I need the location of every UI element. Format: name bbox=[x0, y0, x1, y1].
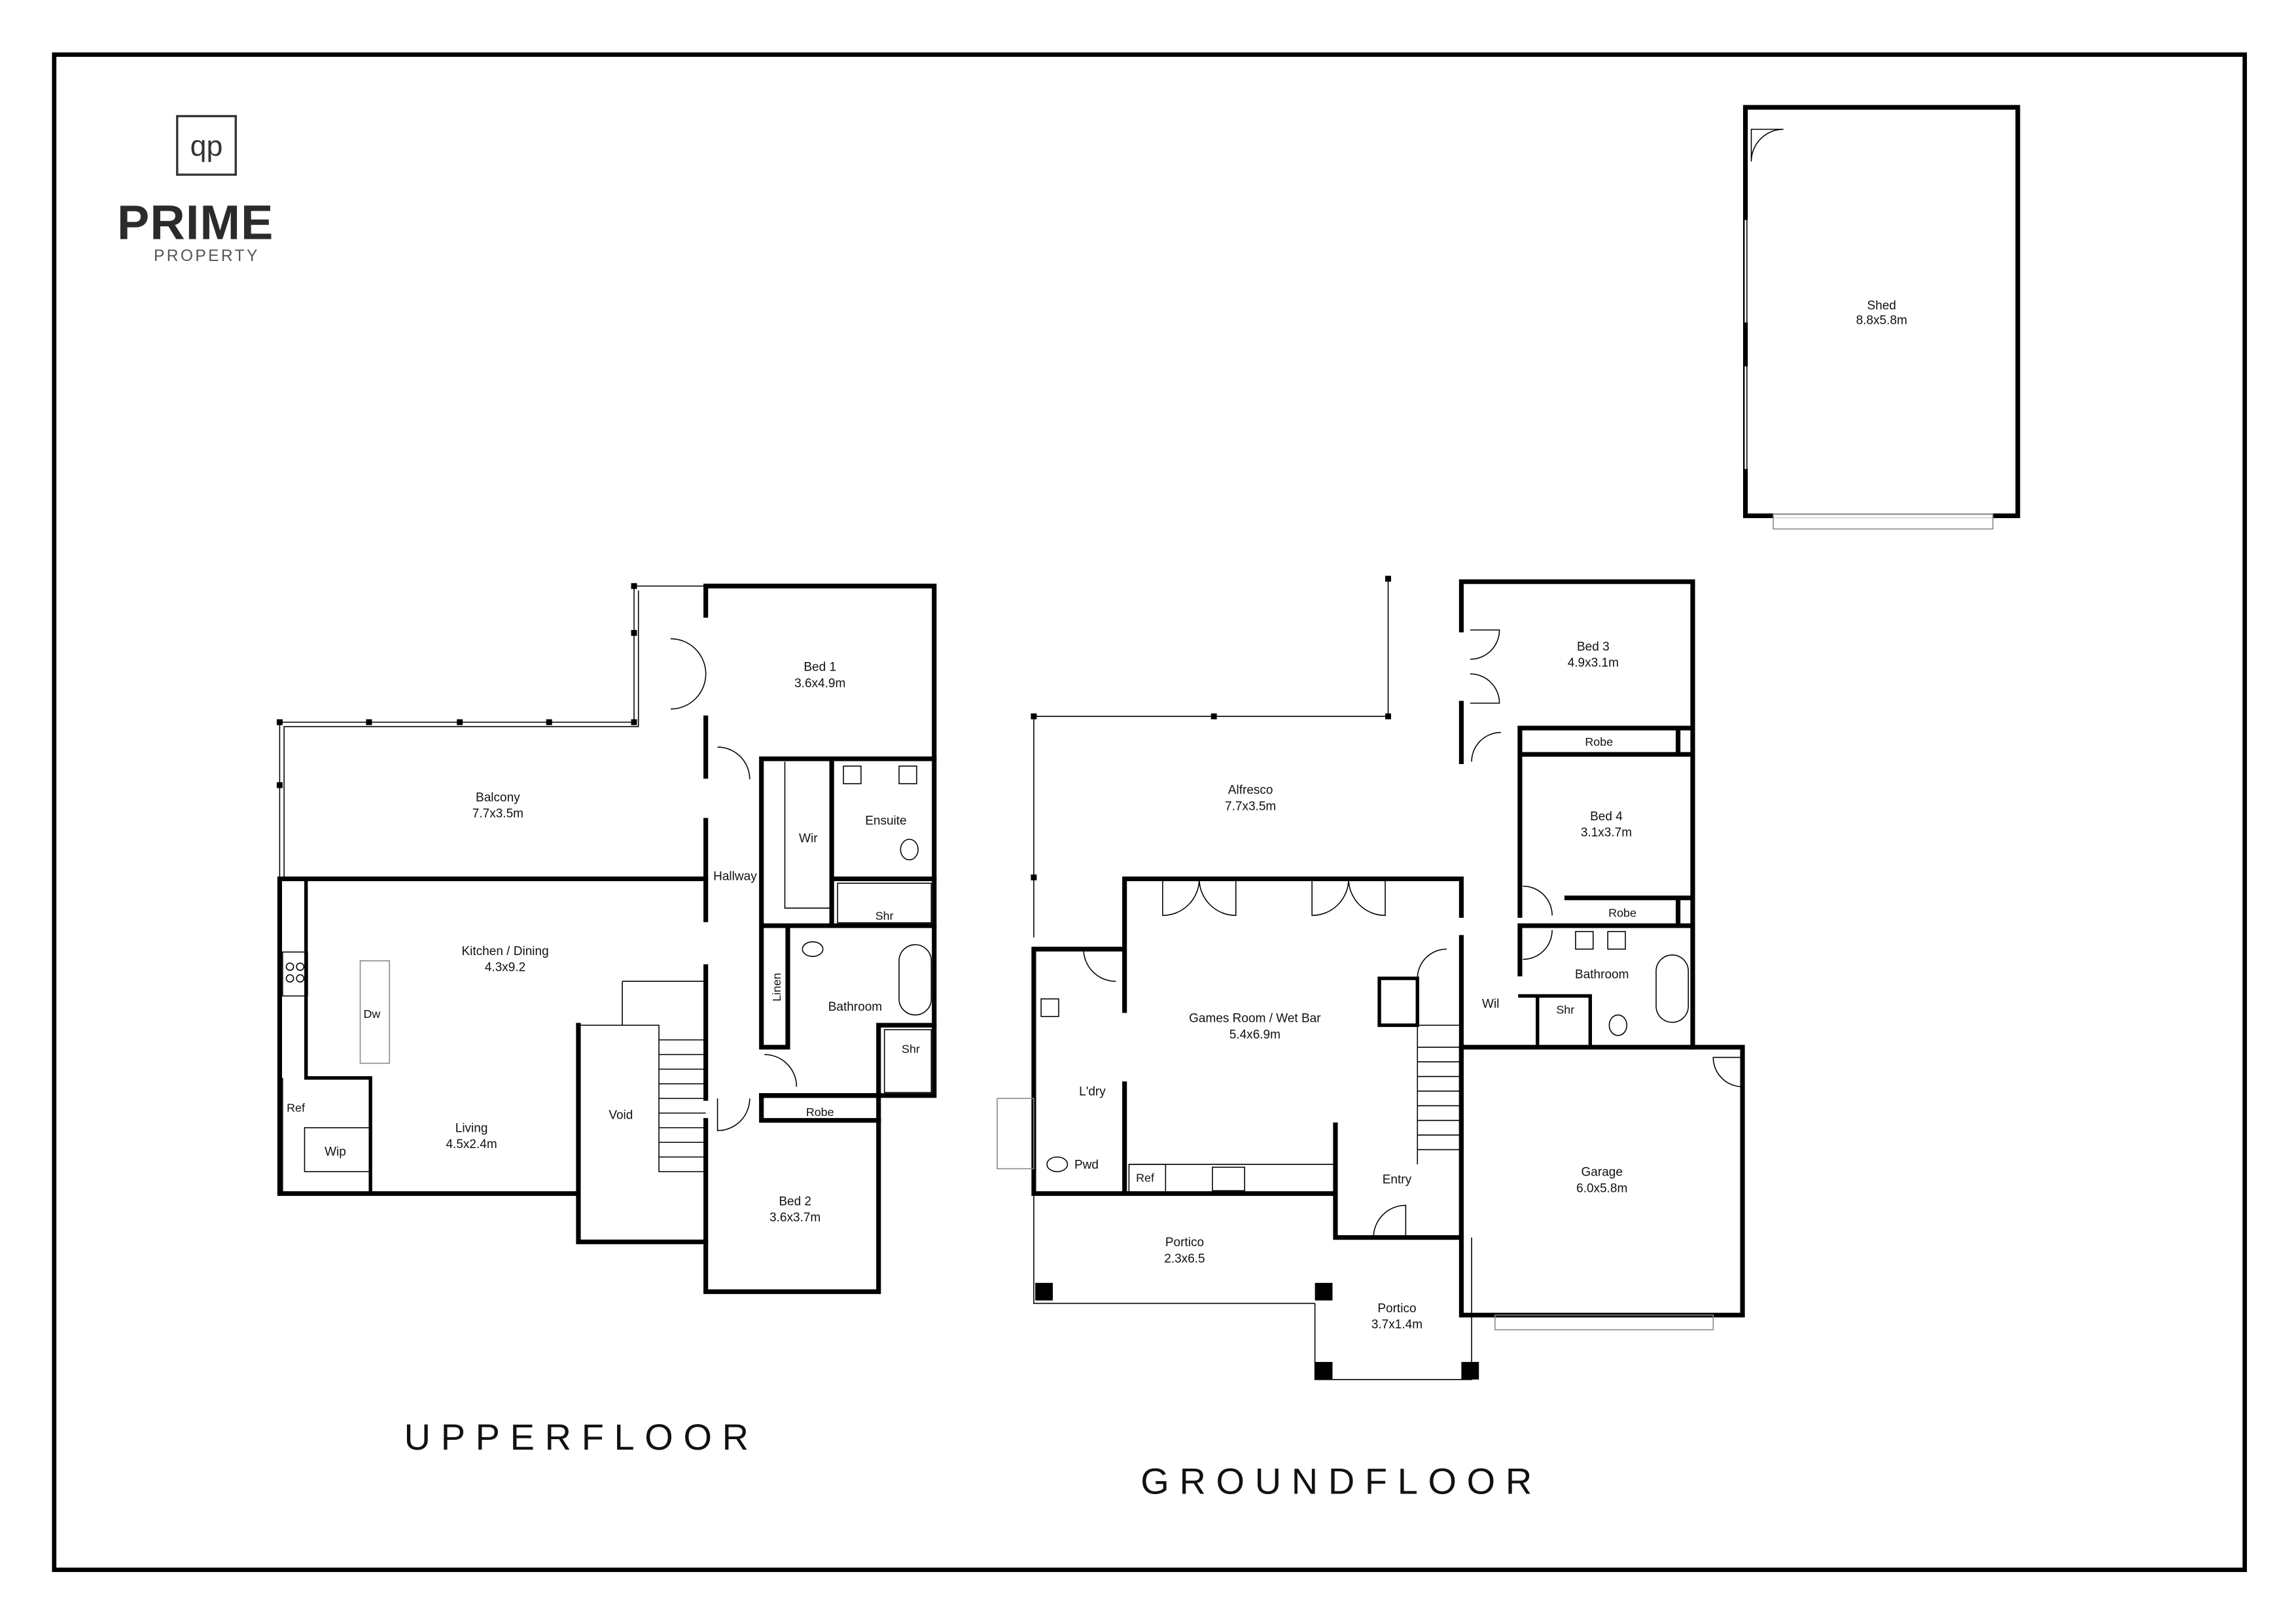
ground-floor-title: GROUNDFLOOR bbox=[1140, 1460, 1542, 1501]
room-balcony-label: Balcony bbox=[476, 791, 520, 805]
room-hallway-label: Hallway bbox=[713, 870, 757, 884]
upper-floor-title: UPPERFLOOR bbox=[404, 1416, 759, 1457]
room-portico1-size: 2.3x6.5 bbox=[1164, 1252, 1205, 1266]
fridge-label: Ref bbox=[1136, 1172, 1154, 1185]
room-bathroom-label: Bathroom bbox=[1575, 968, 1629, 982]
logo-subtitle: PROPERTY bbox=[154, 247, 260, 265]
room-wip-label: Wip bbox=[325, 1145, 346, 1159]
room-bathroom-label: Bathroom bbox=[828, 1000, 882, 1014]
room-bed4-label: Bed 4 bbox=[1590, 810, 1623, 824]
room-entry-label: Entry bbox=[1383, 1173, 1412, 1187]
room-ensuite-label: Ensuite bbox=[865, 814, 906, 828]
room-robe2-label: Robe bbox=[1608, 907, 1636, 920]
room-void-label: Void bbox=[609, 1108, 633, 1122]
shed-label: Shed bbox=[1867, 299, 1896, 313]
room-bed3-label: Bed 3 bbox=[1577, 640, 1610, 654]
dishwasher-label: Dw bbox=[364, 1007, 381, 1021]
shed-plan: Shed 8.8x5.8m bbox=[1742, 105, 2021, 530]
room-portico2-label: Portico bbox=[1377, 1302, 1416, 1316]
room-ensuite-shower-label: Shr bbox=[875, 909, 894, 922]
room-balcony-size: 7.7x3.5m bbox=[472, 807, 523, 820]
room-games-label: Games Room / Wet Bar bbox=[1189, 1012, 1321, 1026]
room-garage-label: Garage bbox=[1581, 1166, 1623, 1179]
logo-mark: qp bbox=[190, 130, 223, 162]
room-alfresco-size: 7.7x3.5m bbox=[1225, 799, 1276, 813]
room-alfresco-label: Alfresco bbox=[1228, 784, 1273, 797]
prime-property-logo: qp PRIME PROPERTY bbox=[117, 114, 274, 265]
room-living-label: Living bbox=[455, 1122, 488, 1136]
room-bathroom-shower-label: Shr bbox=[902, 1043, 920, 1056]
room-bed1-label: Bed 1 bbox=[804, 661, 836, 674]
room-bed2-size: 3.6x3.7m bbox=[769, 1211, 821, 1225]
room-laundry-label: L'dry bbox=[1079, 1085, 1106, 1099]
upper-floor-plan: Balcony 7.7x3.5m Bed 1 3.6x4.9m Wir Ensu… bbox=[276, 583, 937, 1295]
room-living-size: 4.5x2.4m bbox=[446, 1138, 497, 1151]
room-kitchen-size: 4.3x9.2 bbox=[485, 960, 525, 974]
room-robe1-label: Robe bbox=[1585, 735, 1613, 748]
room-bed4-size: 3.1x3.7m bbox=[1581, 826, 1632, 840]
room-bed1-size: 3.6x4.9m bbox=[794, 676, 845, 690]
room-portico2-size: 3.7x1.4m bbox=[1371, 1318, 1422, 1331]
room-bed2-label: Bed 2 bbox=[779, 1195, 811, 1208]
room-kitchen-label: Kitchen / Dining bbox=[461, 945, 548, 958]
room-bed3-size: 4.9x3.1m bbox=[1568, 656, 1619, 670]
room-portico1-label: Portico bbox=[1165, 1236, 1204, 1249]
room-wir-label: Wir bbox=[799, 831, 818, 845]
fridge-label: Ref bbox=[287, 1101, 305, 1114]
room-robe-label: Robe bbox=[806, 1106, 834, 1119]
room-powder-label: Pwd bbox=[1074, 1159, 1099, 1172]
room-garage-size: 6.0x5.8m bbox=[1576, 1181, 1627, 1195]
page-border bbox=[52, 52, 2248, 1573]
ground-floor-plan: Bed 3 4.9x3.1m Robe Alfresco 7.7x3.5m Be… bbox=[997, 576, 1745, 1380]
room-games-size: 5.4x6.9m bbox=[1229, 1028, 1280, 1041]
room-linen-label: Linen bbox=[770, 973, 783, 1002]
room-wil-label: Wil bbox=[1482, 997, 1499, 1011]
room-shower-label: Shr bbox=[1556, 1003, 1574, 1016]
logo-name: PRIME bbox=[117, 195, 274, 249]
shed-size: 8.8x5.8m bbox=[1856, 313, 1907, 327]
